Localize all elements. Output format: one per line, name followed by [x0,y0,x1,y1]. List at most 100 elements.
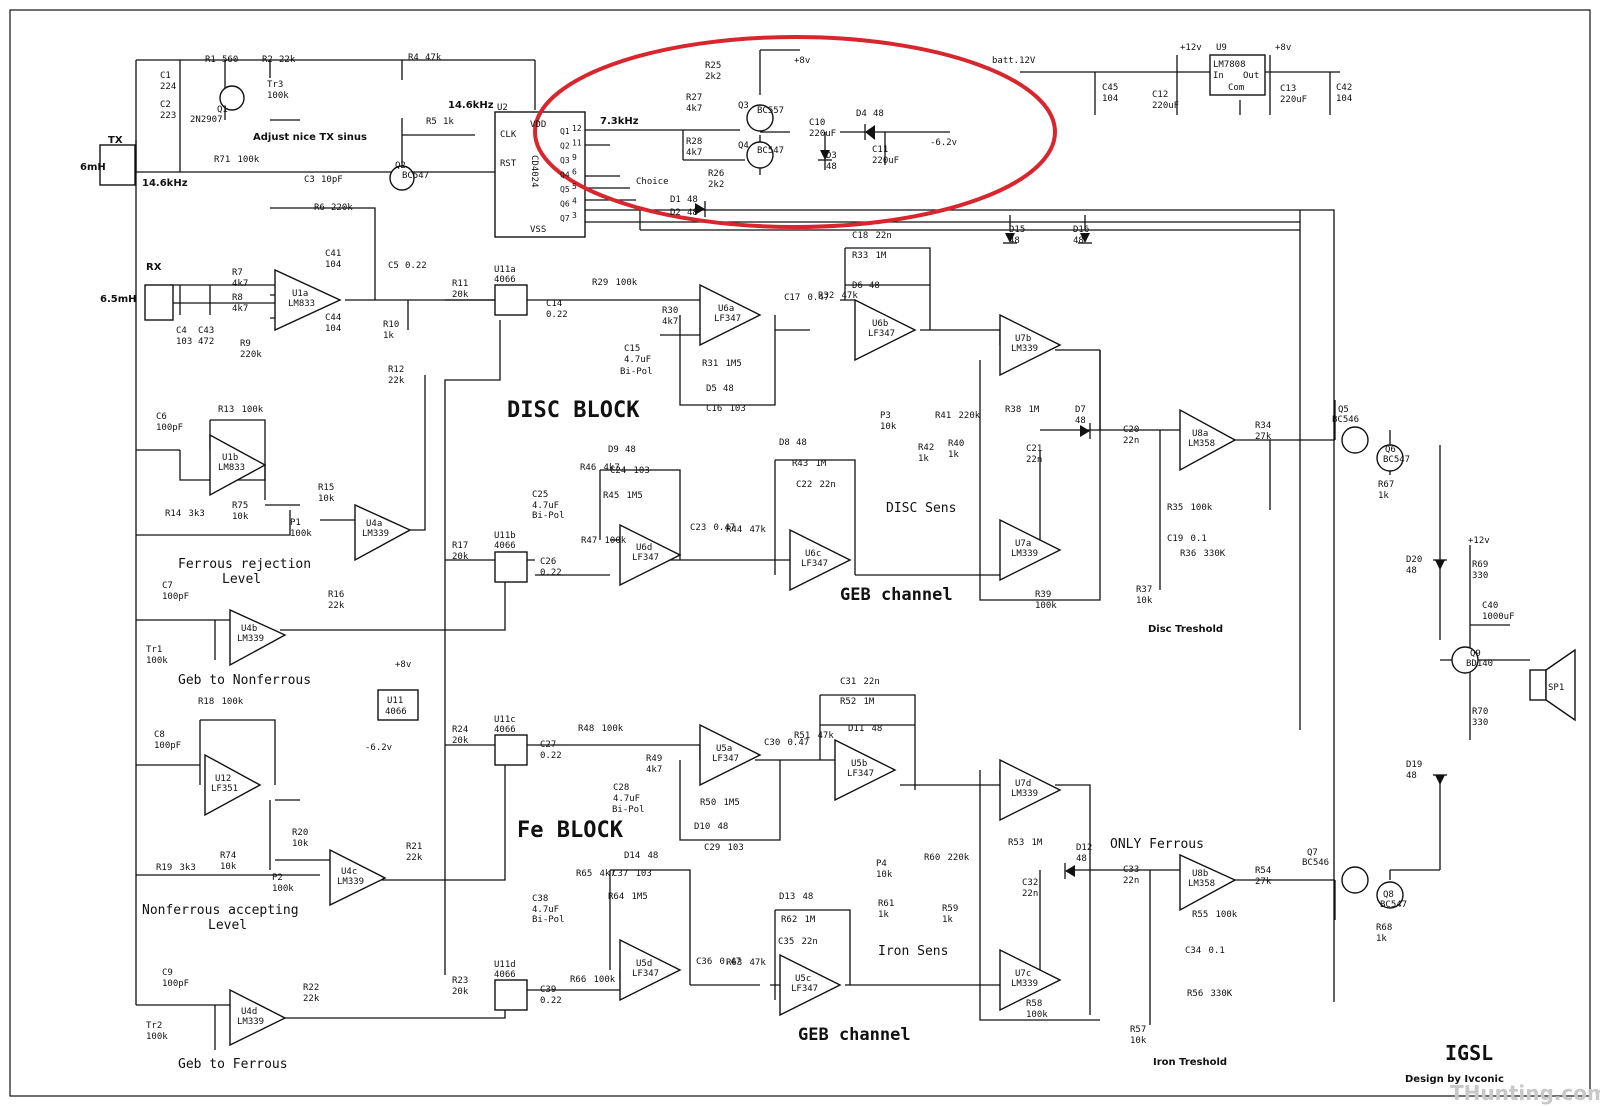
value-c32: 22n [1022,889,1038,899]
q2-type: BC547 [402,171,429,181]
u1a-ic: LM833 [288,299,315,309]
value-c38: 4.7uF [532,905,559,915]
transistors [219,85,1479,909]
u11c-name: U11c [494,715,516,725]
ref-r46: R46 [580,463,596,473]
ref-c4: C4 [176,326,187,336]
ref-r63: R63 [726,958,742,968]
value-c23: 0.47 [714,523,736,533]
value-d20: 48 [1406,566,1417,576]
geb-ferrous-label: Geb to Ferrous [178,1057,288,1072]
value-r17: 20k [452,552,469,562]
u9-in: In [1213,71,1224,81]
value-c9: 100pF [162,979,189,989]
u1b-ic: LM833 [218,463,245,473]
designer-credit: Design by Ivconic [1405,1074,1504,1085]
value-c40: 1000uF [1482,612,1515,622]
value-r8: 4k7 [232,304,248,314]
ref-r28: R28 [686,137,702,147]
ref-r18: R18 [198,697,214,707]
tx-label: TX [108,135,123,146]
ref-d16: D16 [1073,225,1089,235]
ref-d5: D5 [706,384,717,394]
u2-pin-num-q5: 5 [572,182,577,191]
u7d-ic: LM339 [1011,789,1038,799]
supply-plus12-out: +12v [1468,536,1490,546]
u4b-ic: LM339 [237,634,264,644]
value-d12: 48 [1076,854,1087,864]
value-d8: 48 [796,438,807,448]
value-r20: 10k [292,839,309,849]
u7a-name: U7a [1015,539,1031,549]
ref-r60: R60 [924,853,940,863]
value-r59: 1k [942,915,953,925]
value-d15: 48 [1009,236,1020,246]
ref-r9: R9 [240,339,251,349]
only-ferrous-label: ONLY Ferrous [1110,837,1204,852]
major-labels: DISC BLOCK Fe BLOCK GEB channel GEB chan… [507,398,1600,1105]
ref-c44: C44 [325,313,341,323]
ref-d19: D19 [1406,760,1422,770]
ref-tr3: Tr3 [267,80,283,90]
value-p3: 10k [880,422,897,432]
value-r40: 1k [948,450,959,460]
value-r32: 47k [842,291,859,301]
u8b-ic: LM358 [1188,879,1215,889]
value-r29: 100k [616,278,638,288]
ref-c20: C20 [1123,425,1139,435]
geb-channel-disc: GEB channel [840,585,953,605]
ref-r25: R25 [705,61,721,71]
opamp-u8a [1179,408,1237,472]
u7b-ic: LM339 [1011,344,1038,354]
value-p4: 10k [876,870,893,880]
ref-d6: D6 [852,281,863,291]
ref-c11: C11 [872,145,888,155]
value-r12: 22k [388,376,405,386]
q8-type: BC547 [1380,900,1407,910]
ref-r19: R19 [156,863,172,873]
switch-labels: U11a 4066 U11b 4066 U11c 4066 U11d 4066 [494,265,516,980]
ref-c15: C15 [624,344,640,354]
q9-name: Q9 [1470,649,1481,659]
supply-minus62-u11: -6.2v [365,743,392,753]
ref-r33: R33 [852,251,868,261]
ref-c34: C34 [1185,946,1201,956]
value-r34: 27k [1255,432,1272,442]
ref-c27: C27 [540,740,556,750]
value-c14: 0.22 [546,310,568,320]
ref-c3: C3 [304,175,315,185]
u4a-ic: LM339 [362,529,389,539]
adjust-note: Adjust nice TX sinus [253,132,367,143]
ref-p3: P3 [880,411,891,421]
ref-d1: D1 [670,195,681,205]
u4c-ic: LM339 [337,877,364,887]
ref-r74: R74 [220,851,236,861]
u4d-name: U4d [241,1007,257,1017]
ref-r24: R24 [452,725,468,735]
u11a-ic: 4066 [494,275,516,285]
value-r58: 100k [1026,1010,1048,1020]
rx-inductance: 6.5mH [100,294,137,305]
opamp-u7c [999,948,1062,1012]
ref-c8: C8 [154,730,165,740]
value-c20: 22n [1123,436,1139,446]
value-d11: 48 [872,724,883,734]
ref-r67: R67 [1378,480,1394,490]
ref-r32: R32 [818,291,834,301]
value-d6: 48 [869,281,880,291]
ref-r8: R8 [232,293,243,303]
u5c-name: U5c [795,974,811,984]
u4c-name: U4c [341,867,357,877]
ref-c28: C28 [613,783,629,793]
value-c36: 0.47 [720,957,742,967]
u6c-name: U6c [805,549,821,559]
value-r38: 1M [1029,405,1040,415]
ref-c23: C23 [690,523,706,533]
section-labels: TX 6mH 14.6kHz RX 6.5mH Adjust nice TX s… [80,56,1227,1072]
value-r28: 4k7 [686,148,702,158]
opamp-u4c [329,848,387,907]
ref-d3: D3 [826,151,837,161]
u2-vdd: VDD [530,120,546,130]
value-d16: 48 [1073,236,1084,246]
